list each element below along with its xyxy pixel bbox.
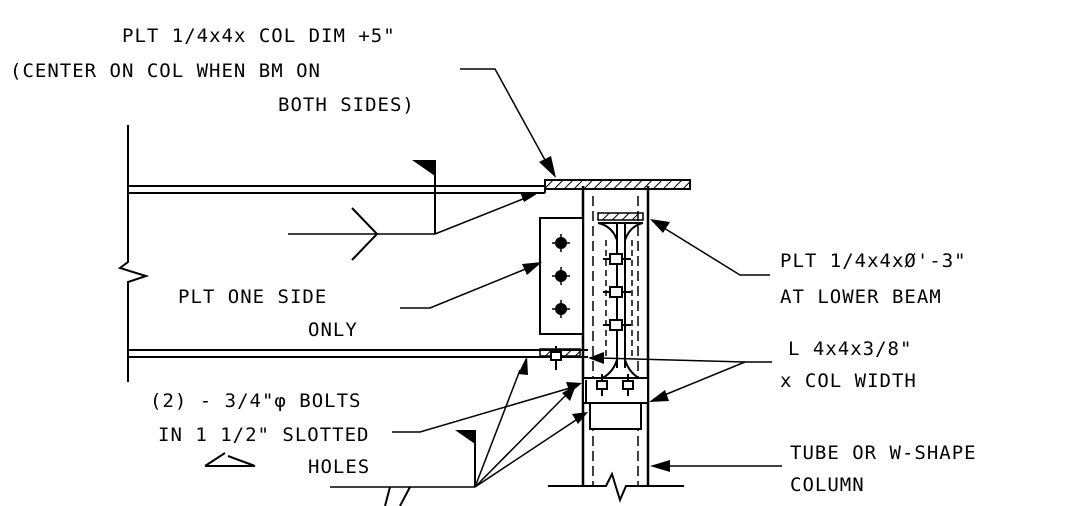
bolt-2 — [603, 286, 631, 298]
seat-bolt-2 — [596, 374, 608, 396]
bolt-1 — [603, 253, 631, 265]
note-bolts-line3: HOLES — [308, 456, 370, 478]
weld-symbol — [288, 160, 540, 261]
seat-bolt-3 — [622, 374, 634, 396]
note-bolts: (2) - 3/4"φ BOLTS IN 1 1/2" SLOTTED HOLE… — [150, 382, 582, 478]
note-angle: L 4x4x3/8" x COL WIDTH — [588, 338, 917, 402]
note-angle-line1: L 4x4x3/8" — [788, 338, 912, 360]
beam — [117, 125, 588, 382]
note-plate-top-line3: BOTH SIDES) — [278, 94, 415, 116]
note-column-line1: TUBE OR W-SHAPE — [790, 442, 977, 464]
shear-plate — [539, 217, 584, 335]
note-plate-one-side: PLT ONE SIDE ONLY — [178, 262, 542, 341]
cap-plate — [544, 179, 691, 190]
plate-bolt-2 — [552, 267, 570, 285]
note-plate-one-side-line1: PLT ONE SIDE — [178, 286, 327, 308]
note-plate-top-line1: PLT 1/4x4x COL DIM +5" — [122, 25, 396, 47]
note-bolts-line2: IN 1 1/2" SLOTTED — [158, 424, 369, 446]
note-plate-lower-line1: PLT 1/4x4xØ'-3" — [780, 250, 967, 272]
plate-bolt-1 — [552, 234, 570, 252]
note-column: TUBE OR W-SHAPE COLUMN — [650, 442, 977, 496]
note-column-line2: COLUMN — [790, 474, 865, 496]
note-plate-lower-line2: AT LOWER BEAM — [780, 286, 942, 308]
lower-beam-section — [597, 212, 644, 381]
note-plate-top: PLT 1/4x4x COL DIM +5" (CENTER ON COL WH… — [10, 25, 556, 178]
weld-leaders-bottom — [330, 356, 588, 506]
note-angle-line2: x COL WIDTH — [780, 370, 917, 392]
note-plate-one-side-line2: ONLY — [308, 319, 358, 341]
seat-angle — [539, 346, 649, 430]
slip-direction-symbol — [204, 452, 256, 467]
seat-bolt-1 — [550, 346, 562, 370]
plate-bolt-3 — [552, 300, 570, 318]
note-plate-top-line2: (CENTER ON COL WHEN BM ON — [10, 60, 321, 82]
note-plate-lower: PLT 1/4x4xØ'-3" AT LOWER BEAM — [650, 219, 967, 308]
bolt-3 — [603, 319, 631, 331]
note-bolts-line1: (2) - 3/4"φ BOLTS — [150, 390, 361, 412]
